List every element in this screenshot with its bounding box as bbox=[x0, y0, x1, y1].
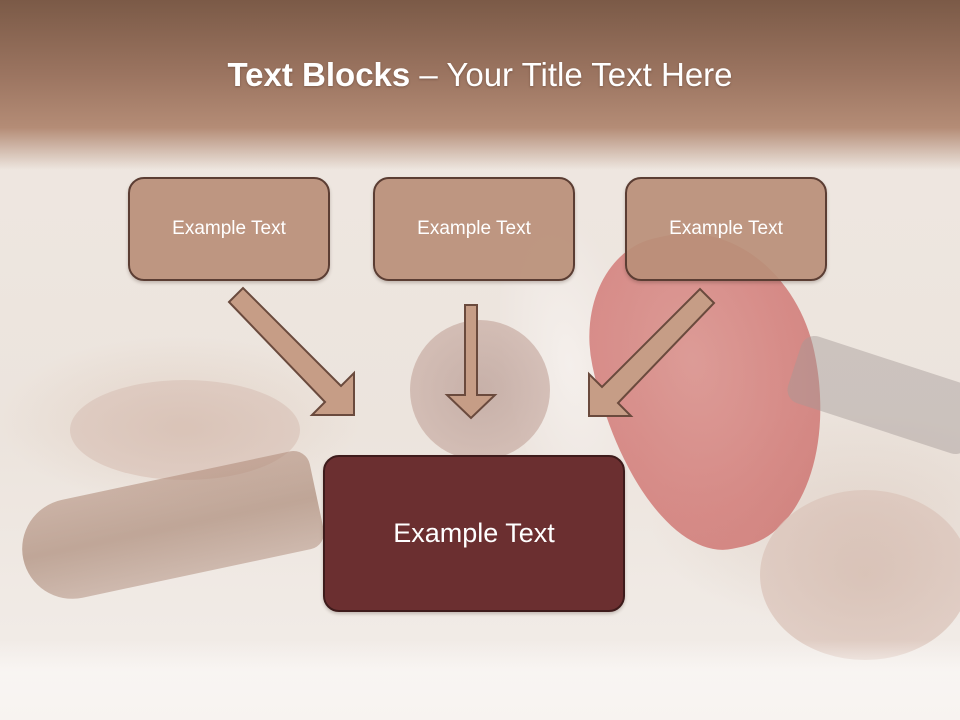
slide-title-rest: – Your Title Text Here bbox=[410, 56, 733, 93]
header-band bbox=[0, 0, 960, 170]
arrow-right bbox=[588, 287, 716, 417]
top-text-box-3-label: Example Text bbox=[669, 218, 783, 239]
photo-right-hand bbox=[760, 490, 960, 660]
arrow-left bbox=[227, 286, 355, 416]
top-text-box-2[interactable]: Example Text bbox=[373, 177, 575, 281]
photo-head bbox=[410, 320, 550, 460]
top-text-box-1[interactable]: Example Text bbox=[128, 177, 330, 281]
top-text-box-1-label: Example Text bbox=[172, 218, 286, 239]
slide-title: Text Blocks – Your Title Text Here bbox=[0, 56, 960, 94]
bottom-text-box[interactable]: Example Text bbox=[323, 455, 625, 612]
bottom-text-box-label: Example Text bbox=[393, 518, 555, 548]
top-text-box-2-label: Example Text bbox=[417, 218, 531, 239]
photo-table-edge bbox=[0, 640, 960, 720]
arrow-center bbox=[444, 304, 498, 420]
slide-title-bold: Text Blocks bbox=[227, 56, 411, 93]
top-text-box-3[interactable]: Example Text bbox=[625, 177, 827, 281]
